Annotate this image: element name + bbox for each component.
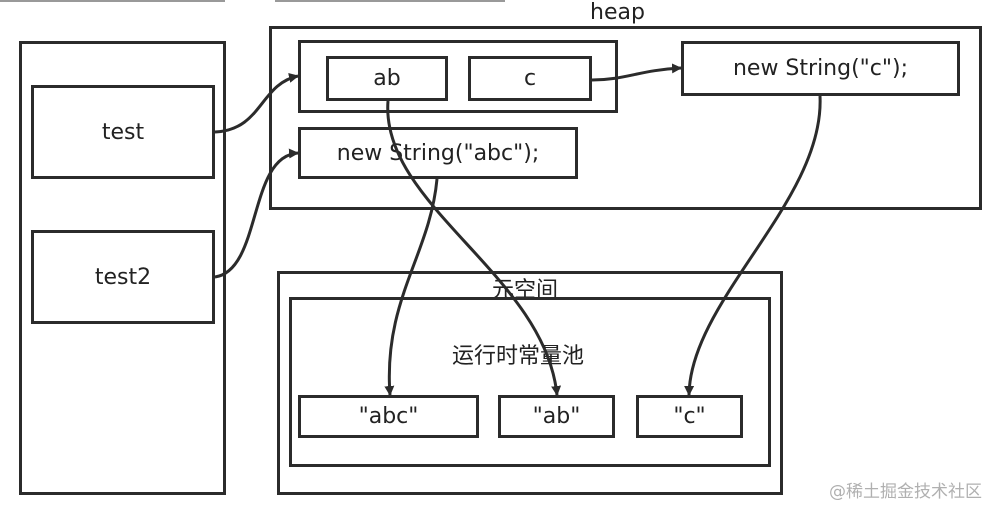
runtime-constant-pool — [289, 297, 771, 467]
heap-new-string-abc-label: new String("abc"); — [336, 140, 540, 166]
pool-entry-abc-label: "abc" — [358, 404, 419, 429]
stack-var-test2-label: test2 — [94, 264, 152, 290]
top-edge-left — [0, 0, 225, 2]
stack-var-test: test — [31, 85, 215, 179]
heap-cell-c-label: c — [523, 66, 537, 91]
watermark: @稀土掘金技术社区 — [829, 482, 982, 502]
heap-new-string-c: new String("c"); — [681, 41, 960, 96]
heap-title: heap — [590, 0, 645, 25]
heap-cell-c: c — [468, 56, 592, 101]
runtime-constant-pool-title: 运行时常量池 — [452, 344, 585, 369]
heap-new-string-c-label: new String("c"); — [732, 56, 909, 81]
stack-var-test-label: test — [101, 119, 145, 145]
pool-entry-c: "c" — [636, 395, 743, 438]
pool-entry-ab-label: "ab" — [532, 404, 581, 429]
pool-entry-abc: "abc" — [298, 395, 479, 438]
top-edge-right — [275, 0, 505, 2]
heap-cell-ab-label: ab — [373, 66, 401, 91]
stack-var-test2: test2 — [31, 230, 215, 324]
heap-new-string-abc: new String("abc"); — [298, 127, 578, 179]
pool-entry-ab: "ab" — [498, 395, 615, 438]
heap-cell-ab: ab — [326, 56, 448, 101]
pool-entry-c-label: "c" — [673, 404, 706, 429]
